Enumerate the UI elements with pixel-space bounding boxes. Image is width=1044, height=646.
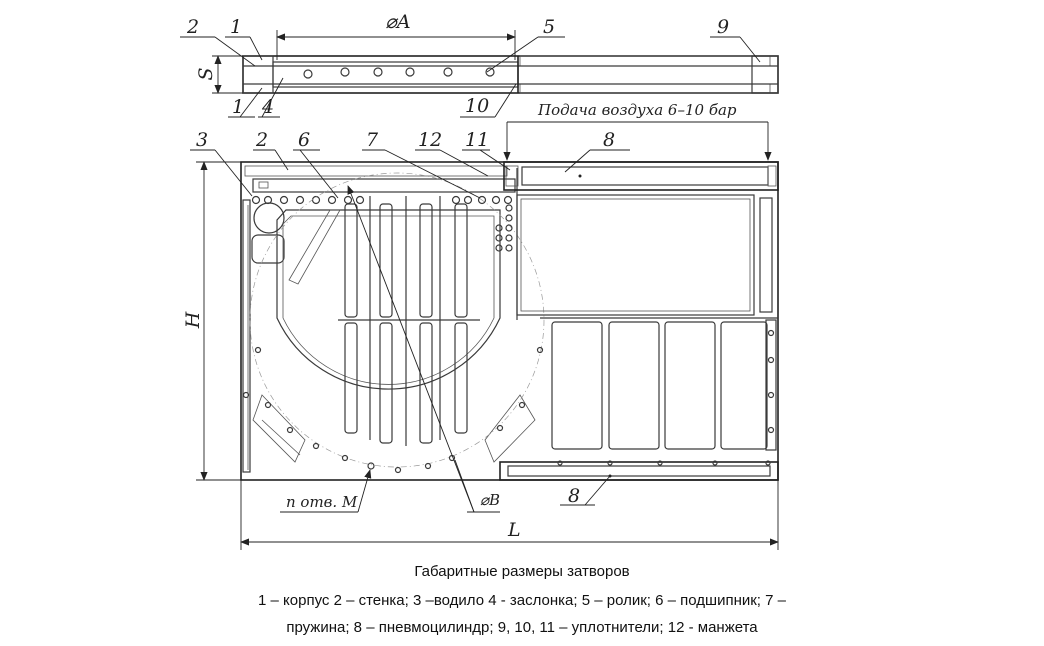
callout-11: 11: [465, 129, 489, 151]
callout-10: 10: [465, 95, 489, 117]
front-view: [240, 161, 779, 481]
callout-4: 4: [261, 96, 274, 118]
holes-label: n отв. M: [286, 493, 358, 511]
callout-1-bottom: 1: [232, 96, 244, 118]
callout-7: 7: [366, 129, 379, 151]
callout-3: 3: [196, 129, 208, 151]
callout-9: 9: [717, 16, 729, 38]
dimension-b-label: ⌀B: [480, 491, 500, 509]
callout-2-top: 2: [186, 16, 199, 38]
dimension-a-label: ⌀A: [385, 11, 410, 33]
figure-caption-title: Габаритные размеры затворов: [414, 563, 630, 580]
dimension-a: ⌀A: [276, 11, 516, 60]
bolt-column-right: [495, 204, 513, 252]
air-supply: Подача воздуха 6–10 бар: [503, 101, 772, 161]
holes-callout: n отв. M: [280, 469, 372, 513]
dimension-s-label: S: [195, 67, 217, 80]
dimension-h-label: H: [182, 311, 204, 329]
dimension-l-label: L: [507, 519, 521, 541]
right-lower-windows: [540, 317, 778, 450]
dimension-b: ⌀B: [347, 185, 500, 513]
callout-1-top: 1: [230, 16, 242, 38]
bolt-row-top: [251, 195, 513, 205]
callout-8-top: 8: [603, 129, 615, 151]
dimension-h: H: [182, 161, 241, 481]
front-callouts: 3 2 6 7 12 11 8 8: [190, 129, 630, 507]
figure-caption-legend-2: пружина; 8 – пневмоцилиндр; 9, 10, 11 – …: [286, 619, 758, 636]
air-supply-label: Подача воздуха 6–10 бар: [537, 101, 737, 119]
top-section-view: [242, 55, 779, 94]
figure-caption-legend-1: 1 – корпус 2 – стенка; 3 –водило 4 - зас…: [258, 592, 786, 609]
callout-8-bottom: 8: [568, 485, 580, 507]
gate-ribs: [338, 196, 480, 446]
callout-6: 6: [298, 129, 310, 151]
callout-12: 12: [418, 129, 442, 151]
callout-5: 5: [543, 16, 555, 38]
callout-2-front: 2: [255, 129, 268, 151]
dimension-l: L: [240, 480, 779, 550]
top-callouts: 2 1 1 4 5 9 10: [180, 16, 761, 118]
gate-valve-drawing: ⌀A S 2 1 1 4 5 9 10 Подача воздуха 6–10 …: [180, 11, 779, 550]
dimension-s: S: [195, 55, 243, 94]
